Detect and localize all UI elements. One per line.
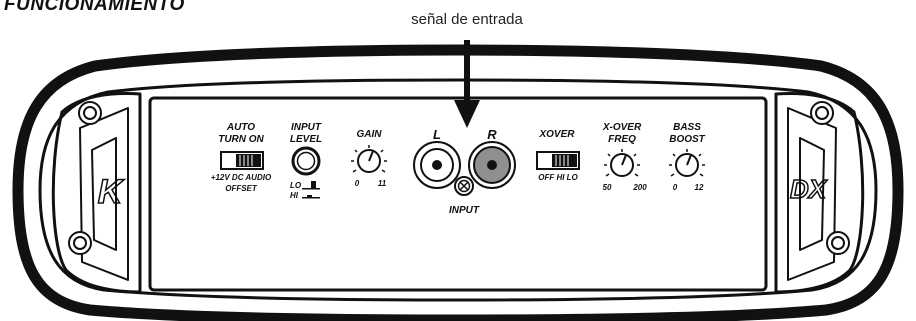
auto-turn-on-label: AUTO — [226, 122, 255, 133]
input-level-label: INPUT — [291, 122, 322, 133]
auto-turn-on-label-2: TURN ON — [218, 134, 264, 145]
auto-turn-on-sub: +12V DC AUDIO — [211, 173, 272, 182]
input-level-label-2: LEVEL — [290, 134, 322, 145]
xover-freq-label: X-OVER — [602, 122, 642, 133]
xover-options: OFF HI LO — [538, 173, 578, 182]
gain-label: GAIN — [357, 129, 383, 140]
auto-turn-on-switch[interactable] — [220, 151, 264, 170]
xover-freq-knob[interactable] — [610, 153, 634, 177]
xover-freq-max: 200 — [632, 183, 647, 192]
gain-knob[interactable] — [357, 149, 381, 173]
bass-boost-min: 0 — [673, 183, 678, 192]
xover-freq-scale-icon — [604, 149, 640, 177]
bass-boost-label-2: BOOST — [669, 134, 705, 145]
rca-left-label: L — [433, 127, 441, 142]
input-level-indicator-icon — [302, 181, 320, 199]
gain-min: 0 — [355, 179, 360, 188]
bass-boost-label: BASS — [673, 122, 701, 133]
page-title: FUNCIONAMIENTO — [4, 0, 185, 15]
ground-screw-icon — [454, 176, 474, 196]
input-level-button[interactable] — [291, 146, 321, 176]
screw-icon — [68, 101, 850, 255]
gain-scale-icon — [351, 145, 387, 173]
bass-boost-knob[interactable] — [675, 153, 699, 177]
gain-max: 11 — [378, 179, 387, 188]
xover-label: XOVER — [538, 129, 575, 140]
xover-freq-min: 50 — [603, 183, 612, 192]
amplifier-housing — [12, 44, 904, 321]
brand-logo-left: K — [98, 173, 125, 211]
rca-right-jack[interactable] — [468, 141, 516, 189]
brand-logo-right: DX — [790, 174, 828, 204]
signal-arrow-icon — [454, 40, 480, 128]
signal-caption: señal de entrada — [411, 11, 523, 28]
rca-input-label: INPUT — [449, 205, 480, 216]
input-level-lo: LO — [290, 181, 302, 190]
bass-boost-max: 12 — [695, 183, 704, 192]
bass-boost-scale-icon — [669, 149, 705, 177]
xover-freq-label-2: FREQ — [608, 134, 636, 145]
xover-switch[interactable] — [536, 151, 580, 170]
auto-turn-on-sub-2: OFFSET — [225, 184, 258, 193]
rca-right-label: R — [487, 127, 497, 142]
input-level-hi: HI — [290, 191, 299, 200]
rca-left-jack[interactable] — [413, 141, 461, 189]
